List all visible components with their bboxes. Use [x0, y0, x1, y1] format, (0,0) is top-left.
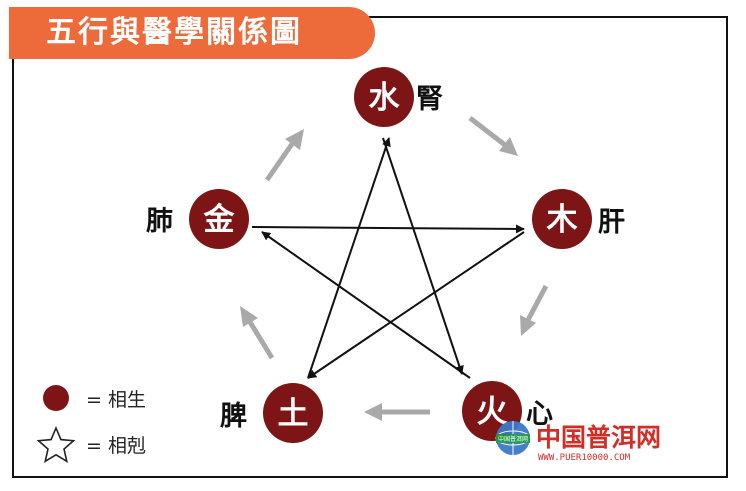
cycle-arrow-metal-to-water — [264, 129, 304, 182]
generating-cycle — [240, 116, 549, 421]
node-earth: 土 脾 — [219, 383, 323, 443]
legend: = 相生 = 相剋 — [36, 385, 146, 463]
node-metal: 金 肺 — [146, 189, 249, 249]
node-fire: 火 心 — [462, 381, 553, 441]
node-wood: 木 肝 — [532, 189, 625, 249]
overcoming-star — [251, 137, 525, 379]
element-fire-label: 火 — [477, 394, 508, 430]
star-line-earth-to-water — [307, 137, 391, 379]
title-banner: 五行與醫學關係圖 — [9, 7, 375, 59]
watermark-url: WWW.PUER10000.COM — [538, 453, 631, 463]
organ-lung-label: 肺 — [146, 206, 173, 237]
watermark: 中国普洱网 中国普洱网 WWW.PUER10000.COM — [495, 421, 661, 463]
cycle-arrow-earth-to-metal — [240, 306, 275, 360]
organ-kidney-label: 腎 — [416, 84, 443, 115]
star-line-water-to-fire — [382, 137, 464, 375]
legend-overcoming-label: = 相剋 — [86, 435, 146, 457]
legend-generating-label: = 相生 — [86, 389, 146, 411]
cycle-arrow-wood-to-fire — [520, 284, 549, 336]
organ-liver-label: 肝 — [598, 207, 625, 238]
watermark-name: 中国普洱网 — [536, 423, 661, 452]
star-line-wood-to-earth — [307, 231, 525, 379]
star-line-fire-to-metal — [261, 231, 471, 379]
cycle-arrow-fire-to-earth — [364, 403, 430, 421]
star-line-metal-to-wood — [251, 224, 525, 234]
node-water: 水 腎 — [354, 67, 443, 127]
page-title: 五行與醫學關係圖 — [46, 15, 302, 50]
element-water-label: 水 — [369, 80, 401, 116]
element-metal-label: 金 — [203, 202, 236, 238]
element-wood-label: 木 — [546, 202, 578, 238]
organ-heart-label: 心 — [526, 399, 553, 430]
legend-star-icon — [36, 425, 76, 463]
watermark-logo-text: 中国普洱网 — [498, 435, 528, 443]
cycle-arrow-water-to-wood — [468, 116, 518, 156]
element-earth-label: 土 — [278, 396, 309, 432]
legend-node-swatch — [43, 385, 69, 411]
organ-spleen-label: 脾 — [219, 401, 247, 432]
